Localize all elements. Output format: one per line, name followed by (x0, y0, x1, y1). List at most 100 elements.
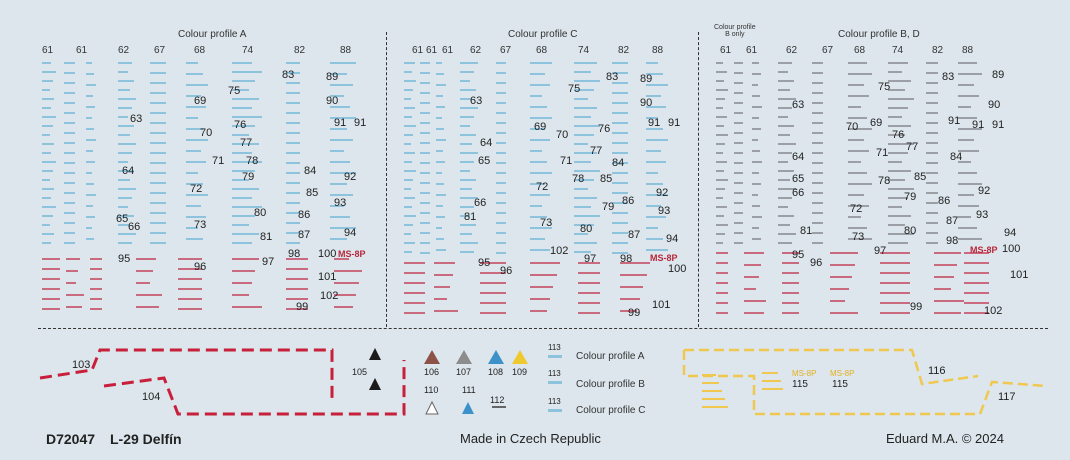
decal-number: 91 (354, 117, 367, 129)
legend-label: Colour profile C (576, 405, 646, 416)
decal-stripe (762, 380, 781, 382)
decal-stripe (734, 182, 743, 184)
decal-stripe (186, 73, 204, 75)
decal-stripe (232, 143, 259, 145)
decal-number: 80 (580, 223, 593, 235)
decal-stripe (958, 216, 972, 218)
decal-stripe (232, 80, 256, 82)
decal-stripe (286, 298, 308, 300)
decal-stripe (926, 202, 939, 204)
decal-stripe (42, 98, 55, 100)
decal-stripe (716, 107, 723, 109)
decal-number: 71 (876, 147, 889, 159)
decal-stripe (574, 143, 589, 145)
black-triangle (369, 378, 381, 390)
decal-stripe (702, 390, 723, 392)
decal-number: 91 (992, 119, 1005, 131)
decal-stripe (404, 98, 411, 100)
decal-stripe (42, 179, 50, 181)
decal-stripe (926, 112, 939, 114)
decal-stripe (752, 216, 762, 218)
decal-stripe (888, 233, 914, 235)
decal-number: 104 (142, 391, 161, 403)
decal-stripe (42, 170, 53, 172)
product-code: D72047 (46, 431, 96, 447)
decal-stripe (86, 73, 94, 75)
decal-stripe (530, 194, 550, 196)
decal-stripe (404, 161, 412, 163)
decal-stripe (334, 306, 353, 308)
decal-stripe (404, 197, 415, 199)
decal-number: 63 (470, 95, 483, 107)
decal-stripe (574, 233, 589, 235)
decal-stripe (880, 302, 910, 304)
decal-stripe (286, 242, 301, 244)
decal-stripe (420, 172, 430, 174)
decal-stripe (118, 179, 130, 181)
panel-a-col: 74 (242, 45, 254, 56)
decal-stripe (778, 179, 790, 181)
decal-stripe (612, 232, 628, 234)
decal-stripe (66, 258, 80, 260)
decal-stripe (716, 80, 724, 82)
decal-number: 90 (988, 99, 1001, 111)
decal-stripe (42, 258, 60, 260)
decal-stripe (436, 95, 443, 97)
decal-stripe (848, 150, 870, 152)
decal-stripe (880, 282, 910, 284)
decal-stripe (716, 62, 723, 64)
decal-stripe (186, 161, 206, 163)
decal-stripe (460, 89, 476, 91)
decal-stripe (734, 112, 743, 114)
decal-stripe (612, 242, 628, 244)
decal-number: 98 (620, 253, 633, 265)
decal-stripe (830, 312, 858, 314)
decal-stripe (64, 132, 75, 134)
decal-stripe (232, 258, 259, 260)
decal-stripe (530, 262, 560, 264)
decal-stripe (118, 116, 128, 118)
decal-stripe (812, 202, 823, 204)
decal-stripe (42, 143, 55, 145)
decal-stripe (958, 161, 972, 163)
decal-stripe (150, 182, 166, 184)
decal-number: 72 (850, 203, 863, 215)
walkway-117-line (682, 350, 1047, 416)
decal-stripe (778, 71, 788, 73)
decal-stripe (286, 232, 301, 234)
decal-stripe (118, 62, 132, 64)
decal-stripe (734, 152, 743, 154)
decal-stripe (778, 170, 794, 172)
decal-stripe (812, 82, 823, 84)
decal-stripe (286, 182, 301, 184)
decal-stripe (404, 312, 426, 314)
decal-stripe (150, 242, 166, 244)
decal-stripe (404, 233, 411, 235)
decal-stripe (848, 216, 862, 218)
decal-stripe (888, 206, 903, 208)
decal-stripe (330, 194, 354, 196)
decal-stripe (496, 192, 506, 194)
decal-number: 73 (852, 231, 865, 243)
decal-stripe (118, 170, 134, 172)
panel-c-col: 67 (500, 45, 512, 56)
decal-stripe (646, 216, 666, 218)
decal-stripe (778, 107, 792, 109)
decal-stripe (42, 288, 60, 290)
decal-stripe (888, 170, 912, 172)
decal-stripe (496, 152, 506, 154)
decal-stripe (934, 276, 954, 278)
decal-stripe (118, 152, 132, 154)
panel-a-col: 88 (340, 45, 352, 56)
decal-stripe (782, 282, 800, 284)
decal-stripe (178, 298, 202, 300)
decal-stripe (830, 252, 858, 254)
decal-stripe (782, 252, 800, 254)
panel-c-title: Colour profile C (508, 29, 578, 40)
decal-stripe (778, 215, 794, 217)
decal-stripe (646, 150, 661, 152)
decal-stripe (286, 278, 308, 280)
decal-stripe (752, 238, 761, 240)
decal-stripe (958, 62, 977, 64)
decal-stripe (420, 62, 430, 64)
